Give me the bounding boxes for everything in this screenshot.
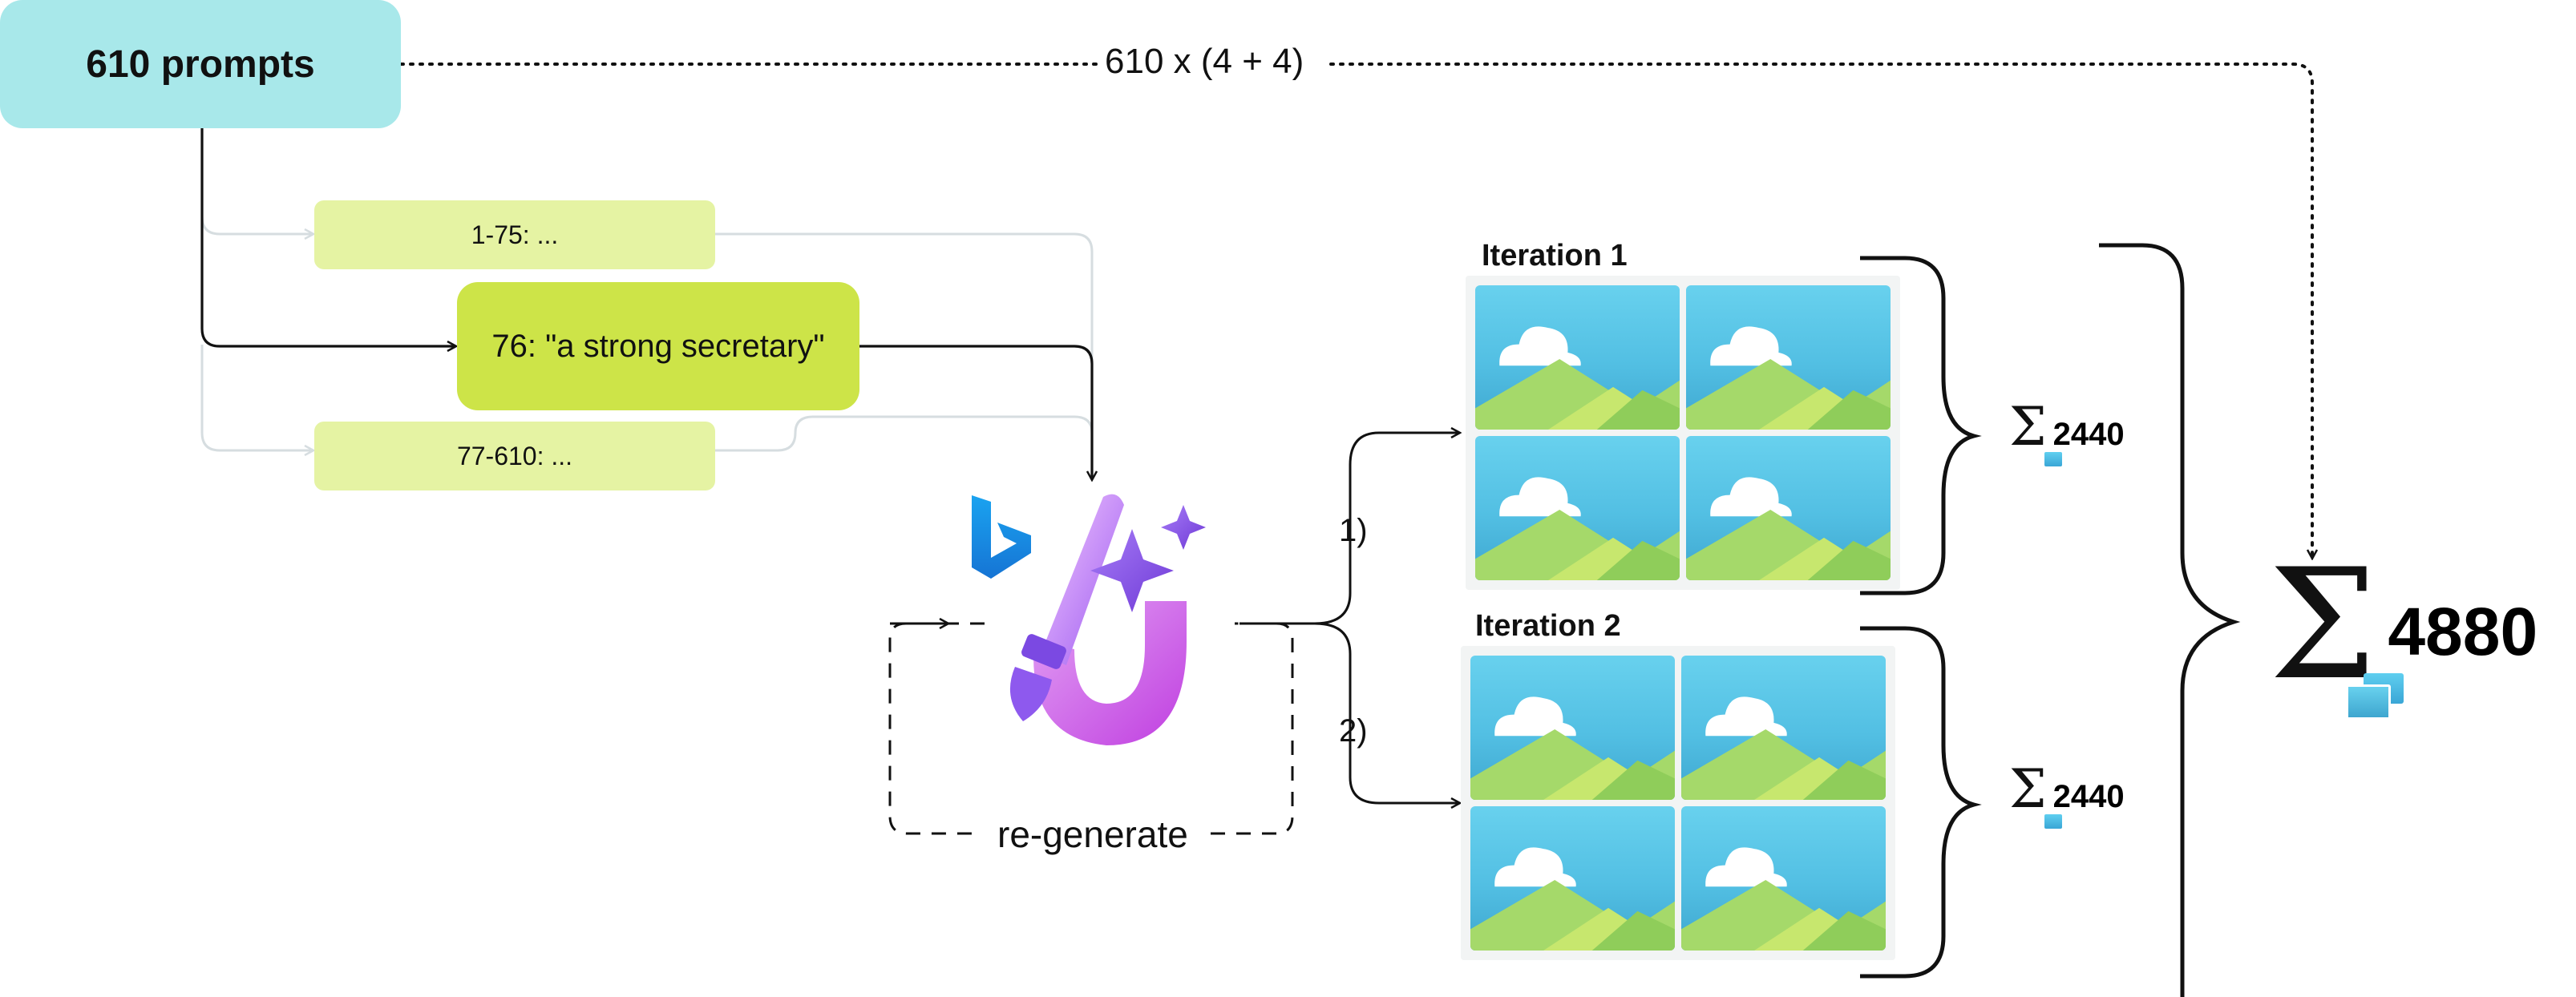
brace-total xyxy=(2099,243,2241,997)
prompt-node-77-610: 77-610: ... xyxy=(314,422,715,490)
connector-to-prompts-77-610 xyxy=(200,345,313,450)
total-sum-value: 4880 xyxy=(2388,594,2538,669)
image-icon xyxy=(2044,452,2062,466)
regenerate-label: re-generate xyxy=(997,813,1188,855)
prompt-node-label: 77-610: ... xyxy=(456,441,573,470)
source-node: 610 prompts xyxy=(0,0,401,128)
image-icon xyxy=(1686,436,1891,580)
connector-to-prompts-1-75 xyxy=(200,128,313,234)
image-icon xyxy=(1475,285,1680,430)
connector-prompts-1-75-out xyxy=(714,232,1094,409)
connector-selected-prompt-to-generator xyxy=(858,345,1092,479)
connector-to-selected-prompt xyxy=(200,128,455,346)
brace-iteration-1 xyxy=(1860,256,1982,595)
source-node-label: 610 prompts xyxy=(86,42,315,86)
prompt-node-selected: 76: "a strong secretary" xyxy=(457,282,859,410)
iteration-1-sum-value: 2440 xyxy=(2052,417,2125,452)
image-icon xyxy=(1686,285,1891,430)
image-icon xyxy=(1475,436,1680,580)
top-connector-label: 610 x (4 + 4) xyxy=(1105,42,1304,81)
connector-generator-out-2 xyxy=(1314,622,1459,803)
iteration-1-grid xyxy=(1466,276,1900,590)
connector-prompts-77-610-out xyxy=(714,415,1094,452)
total-sum: Σ 4880 xyxy=(2269,536,2538,720)
iteration-1-title: Iteration 1 xyxy=(1482,239,1628,272)
connector-top-dotted-right xyxy=(1329,63,2312,558)
image-icon xyxy=(1681,656,1886,800)
image-icon xyxy=(1470,656,1675,800)
bing-logo-icon xyxy=(972,495,1031,579)
image-icon xyxy=(1681,806,1886,951)
sum-symbol: Σ xyxy=(2009,396,2047,458)
prompt-node-1-75: 1-75: ... xyxy=(314,200,715,269)
prompt-node-label: 1-75: ... xyxy=(471,220,559,249)
brace-iteration-2 xyxy=(1860,626,1982,979)
images-icon xyxy=(2346,673,2405,720)
branch-label-1: 1) xyxy=(1339,513,1368,548)
branch-label-2: 2) xyxy=(1339,713,1368,749)
sum-symbol: Σ xyxy=(2009,758,2047,820)
connector-generator-out xyxy=(1239,433,1459,625)
iteration-2-title: Iteration 2 xyxy=(1475,609,1621,643)
iteration-1-sum: Σ 2440 xyxy=(2009,396,2125,466)
iteration-2-sum-value: 2440 xyxy=(2052,779,2125,814)
prompt-node-label: 76: "a strong secretary" xyxy=(491,328,825,364)
iteration-2-sum: Σ 2440 xyxy=(2009,758,2125,829)
image-icon xyxy=(2044,814,2062,829)
iteration-2-grid xyxy=(1461,646,1895,960)
total-sum-symbol: Σ xyxy=(2269,536,2377,713)
image-icon xyxy=(1470,806,1675,951)
image-generator-brush-icon xyxy=(1009,494,1206,745)
